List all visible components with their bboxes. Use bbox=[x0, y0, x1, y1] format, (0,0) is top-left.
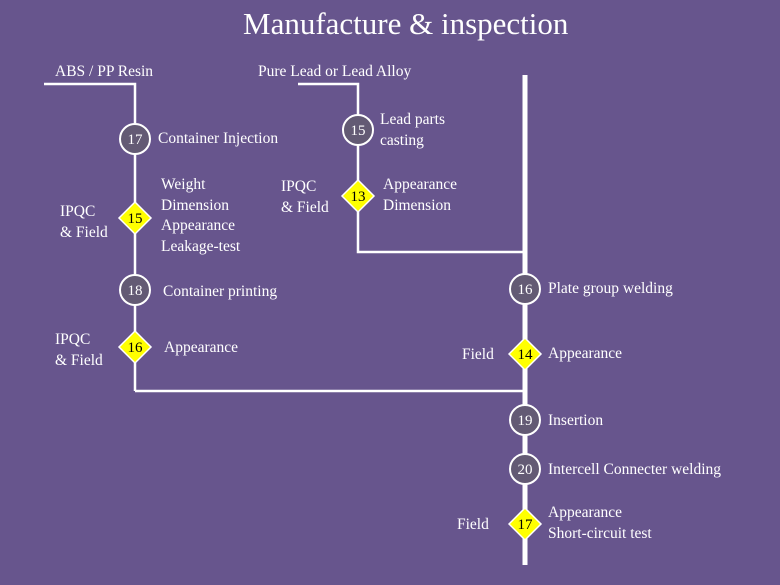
inspection-item: Dimension bbox=[161, 196, 230, 214]
inspector-lead: IPQC & Field bbox=[281, 177, 329, 218]
inspection-item: Appearance bbox=[383, 176, 458, 193]
label-container-injection: Container Injection bbox=[158, 130, 279, 147]
step-number: 15 bbox=[351, 123, 366, 139]
inspection-lead: 13 bbox=[340, 178, 376, 214]
inspection-items-container-1: Weight Dimension Appearance Leakage-test bbox=[161, 175, 240, 257]
step-number: 14 bbox=[518, 347, 534, 363]
inspection-item: Leakage-test bbox=[161, 237, 241, 255]
process-circle bbox=[509, 404, 541, 436]
inspector-line: IPQC bbox=[60, 203, 96, 220]
node-intercell-welding: 20 bbox=[509, 453, 541, 485]
inspection-main-1: 14 bbox=[507, 336, 543, 372]
inspection-diamond bbox=[117, 200, 153, 236]
label-insertion: Insertion bbox=[548, 412, 604, 429]
inspection-items-container-2: Appearance bbox=[164, 338, 238, 359]
label-container-printing: Container printing bbox=[163, 283, 278, 300]
flow-lines bbox=[44, 75, 528, 565]
inspection-items-main-1: Appearance bbox=[548, 344, 622, 365]
process-circle bbox=[509, 273, 541, 305]
step-number: 16 bbox=[518, 282, 534, 298]
process-circle bbox=[119, 123, 151, 155]
inspector-main-1: Field bbox=[462, 346, 494, 363]
inspection-item: Appearance bbox=[161, 217, 236, 234]
node-lead-casting: 15 bbox=[342, 114, 374, 146]
process-circle bbox=[509, 453, 541, 485]
inspector-line: IPQC bbox=[281, 178, 317, 195]
inspector-line: & Field bbox=[55, 351, 103, 369]
inspector-line: & Field bbox=[60, 223, 108, 241]
page-title: Manufacture & inspection bbox=[243, 6, 569, 41]
inspection-diamond bbox=[117, 329, 153, 365]
inspection-item: Dimension bbox=[383, 196, 452, 214]
label-line: casting bbox=[380, 131, 424, 149]
step-number: 20 bbox=[518, 462, 533, 478]
step-number: 16 bbox=[128, 340, 144, 356]
inspection-diamond bbox=[507, 336, 543, 372]
input-label-lead: Pure Lead or Lead Alloy bbox=[258, 63, 412, 80]
process-circle bbox=[119, 274, 151, 306]
step-number: 17 bbox=[518, 517, 534, 533]
label-lead-casting: Lead parts casting bbox=[380, 110, 445, 151]
inspection-item: Weight bbox=[161, 176, 206, 193]
step-number: 15 bbox=[128, 211, 143, 227]
inspection-diamond bbox=[340, 178, 376, 214]
inspection-container-2: 16 bbox=[117, 329, 153, 365]
label-plate-welding: Plate group welding bbox=[548, 280, 673, 297]
input-label-resin: ABS / PP Resin bbox=[55, 63, 154, 80]
inspection-main-2: 17 bbox=[507, 506, 543, 542]
node-insertion: 19 bbox=[509, 404, 541, 436]
inspector-container-1: IPQC & Field bbox=[60, 202, 108, 243]
inspection-items-lead: Appearance Dimension bbox=[383, 175, 457, 216]
step-number: 13 bbox=[351, 189, 366, 205]
node-container-printing: 18 bbox=[119, 274, 151, 306]
inspection-item: Appearance bbox=[548, 504, 623, 521]
inspection-items-main-2: Appearance Short-circuit test bbox=[548, 503, 652, 544]
label-line: Lead parts bbox=[380, 111, 445, 128]
inspector-main-2: Field bbox=[457, 516, 489, 533]
label-intercell-welding: Intercell Connecter welding bbox=[548, 461, 722, 478]
inspection-item: Appearance bbox=[164, 339, 239, 356]
node-plate-welding: 16 bbox=[509, 273, 541, 305]
inspection-item: Appearance bbox=[548, 345, 623, 362]
inspection-container-1: 15 bbox=[117, 200, 153, 236]
step-number: 17 bbox=[128, 132, 144, 148]
inspection-item: Short-circuit test bbox=[548, 524, 652, 542]
inspector-line: IPQC bbox=[55, 331, 91, 348]
lead-input-line bbox=[298, 82, 525, 254]
inspector-container-2: IPQC & Field bbox=[55, 330, 103, 371]
inspector-line: & Field bbox=[281, 198, 329, 216]
node-container-injection: 17 bbox=[119, 123, 151, 155]
process-circle bbox=[342, 114, 374, 146]
step-number: 19 bbox=[518, 413, 533, 429]
inspection-diamond bbox=[507, 506, 543, 542]
step-number: 18 bbox=[128, 283, 143, 299]
